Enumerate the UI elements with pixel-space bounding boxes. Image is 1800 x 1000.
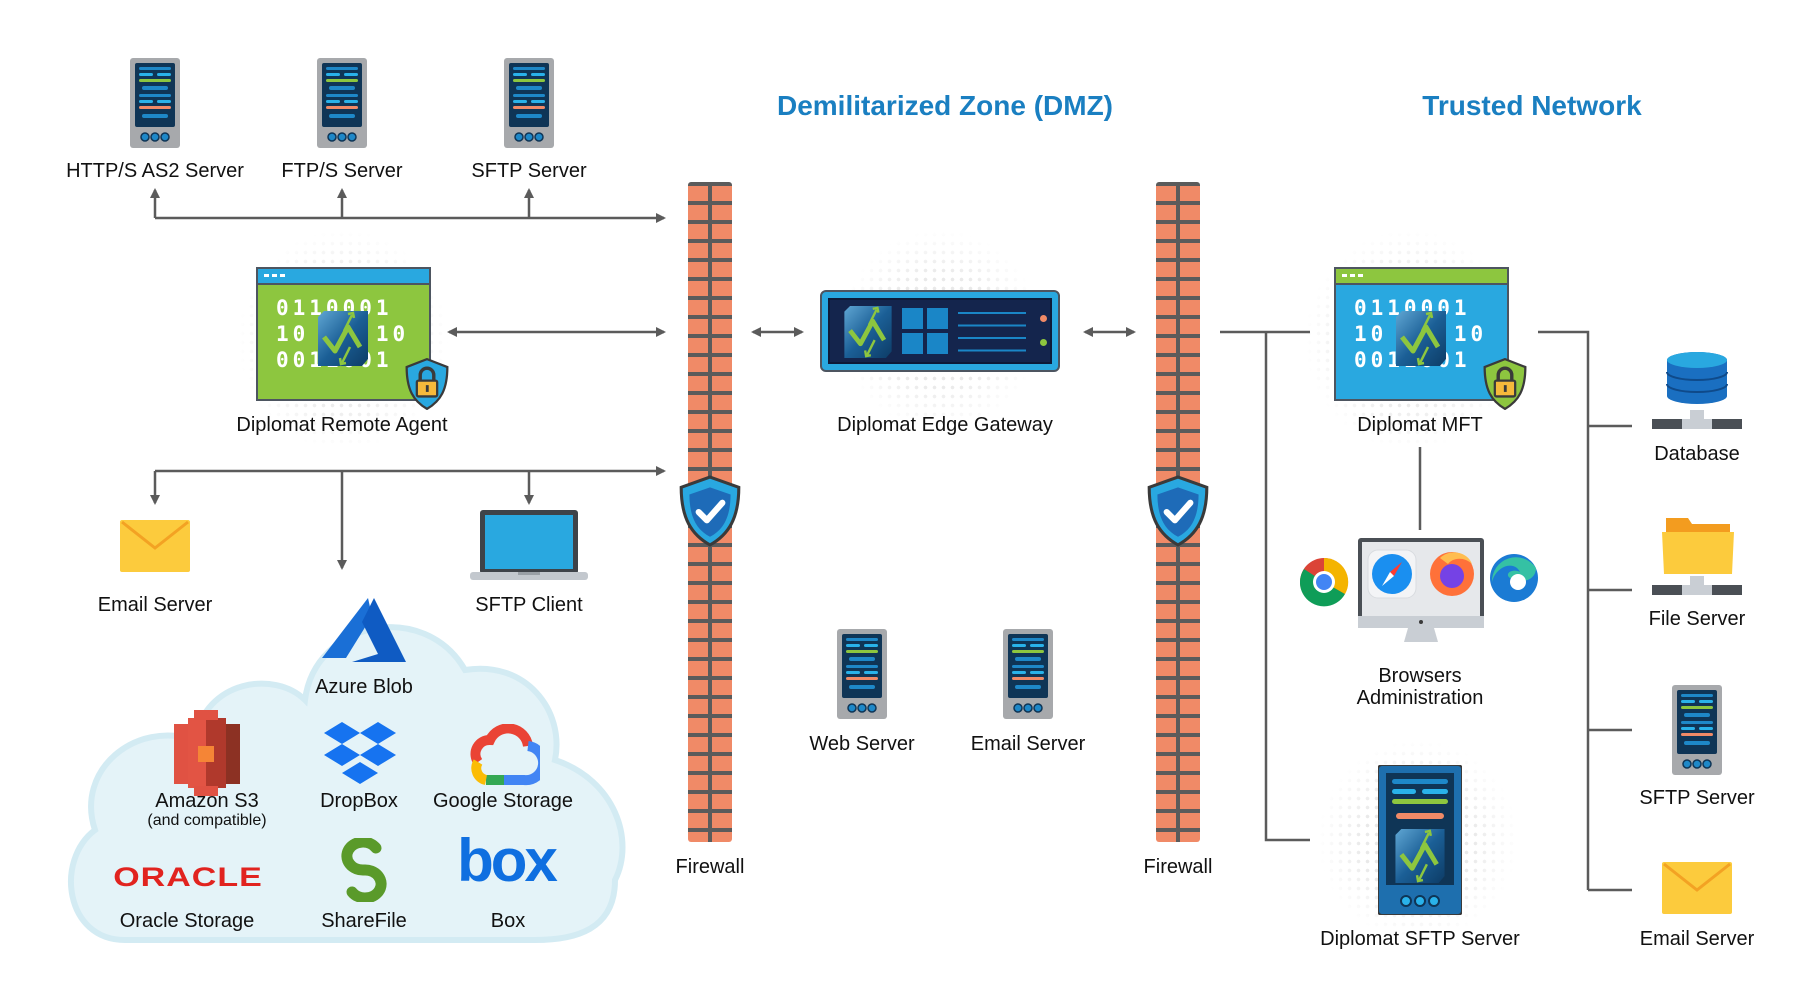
dropbox-label: DropBox [320,790,398,812]
dmz-email-server-label: Email Server [970,733,1086,755]
lock-shield-icon [404,358,450,410]
window-titlebar [258,269,429,285]
shield-check-icon [677,475,743,547]
dropbox-icon [324,722,396,784]
trusted-sftp-server-label: SFTP Server [1639,787,1755,809]
https-as2-server-label: HTTP/S AS2 Server [66,160,244,182]
azure-icon [322,598,406,662]
shield-check-icon [1145,475,1211,547]
diplomat-logo-icon [844,306,892,358]
server-icon [837,629,887,719]
amazon-s3-sublabel: (and compatible) [147,812,267,829]
edge-gateway-label: Diplomat Edge Gateway [837,414,1053,436]
chrome-icon [1300,557,1349,607]
diplomat-logo-icon [318,311,368,366]
safari-icon [1367,549,1417,599]
amazon-s3-label: Amazon S3 [155,790,259,812]
browsers-label: Browsers [1378,665,1462,687]
edge-gateway-device[interactable] [820,290,1060,372]
browsers-monitor [1300,538,1538,642]
diplomat-logo-icon [1396,311,1446,366]
trusted-network-title: Trusted Network [1422,90,1642,121]
led-green-icon [1040,339,1047,346]
server-icon [504,58,554,148]
led-orange-icon [1040,315,1047,322]
trusted-email-server-label: Email Server [1639,928,1755,950]
ftps-server-label: FTP/S Server [281,160,403,182]
firewall-right-label: Firewall [1143,856,1213,878]
file-server-label: File Server [1648,608,1746,630]
server-icon [1003,629,1053,719]
amazon-s3-icon [174,710,240,796]
window-dots-icon [1342,274,1364,277]
google-storage-label: Google Storage [432,790,574,812]
lock-shield-icon [1482,358,1528,410]
window-dots-icon [264,274,286,277]
server-icon [1672,685,1722,775]
server-icon [317,58,367,148]
server-icon [130,58,180,148]
edge-icon [1490,554,1538,602]
administration-label: Administration [1356,687,1484,709]
diplomat-sftp-server-label: Diplomat SFTP Server [1320,928,1520,950]
database-icon [1652,352,1742,429]
diplomat-sftp-server-device[interactable] [1378,765,1462,915]
oracle-logo: ORACLE [113,861,263,893]
dmz-title: Demilitarized Zone (DMZ) [776,90,1114,121]
folder-icon [1652,518,1742,595]
sftp-server-label: SFTP Server [471,160,587,182]
envelope-icon [1662,862,1732,914]
laptop-icon [470,510,588,580]
google-cloud-icon [470,724,540,786]
window-titlebar [1336,269,1507,285]
sharefile-label: ShareFile [321,910,407,932]
status-lines [958,312,1026,352]
firefox-icon [1430,552,1474,596]
azure-blob-label: Azure Blob [315,676,413,698]
envelope-icon [120,520,190,572]
oracle-storage-label: Oracle Storage [119,910,255,932]
box-logo: box [457,827,558,894]
firewall-left-label: Firewall [675,856,745,878]
sftp-client-label: SFTP Client [475,594,583,616]
sharefile-icon [341,838,387,902]
grid-icon [902,308,948,354]
connector-mft-bus [1538,330,1590,890]
remote-agent-label: Diplomat Remote Agent [236,414,448,436]
mft-label: Diplomat MFT [1357,414,1483,436]
gateway-panel [828,298,1052,364]
external-email-server-label: Email Server [97,594,213,616]
database-label: Database [1654,443,1740,465]
box-label: Box [490,910,526,932]
web-server-label: Web Server [809,733,915,755]
